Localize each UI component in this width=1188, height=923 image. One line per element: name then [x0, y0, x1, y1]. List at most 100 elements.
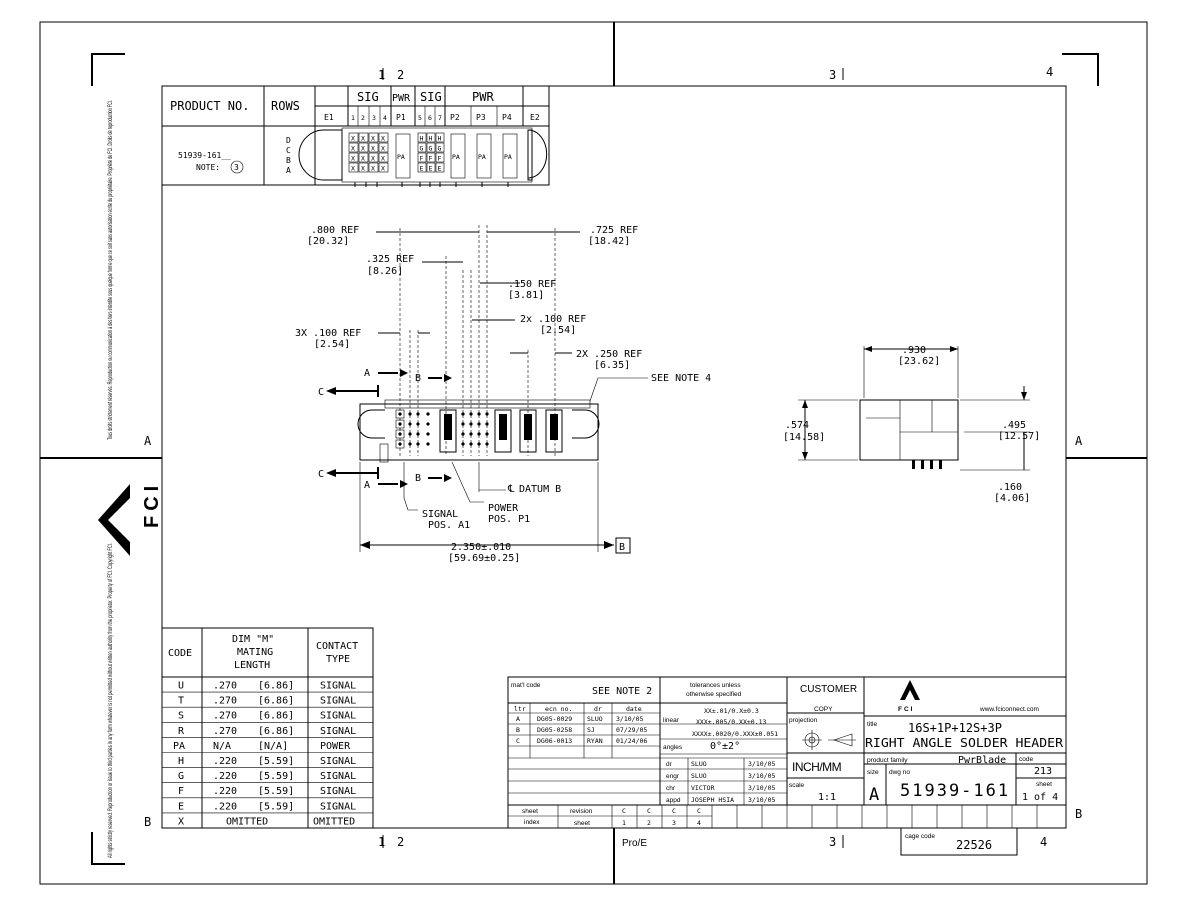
pin-code: X — [351, 135, 355, 143]
rev-header-date: date — [626, 705, 642, 713]
col-p1: P1 — [396, 113, 406, 122]
dimension-lines — [359, 225, 648, 552]
pin-cell — [435, 152, 445, 163]
pin-code: E — [420, 165, 424, 173]
dim-2350: 2.350±.010 — [451, 542, 511, 553]
sheet-val-3: 3 — [672, 819, 676, 827]
sheet-index-label-2: index — [524, 819, 540, 826]
contact-type-cell: SIGNAL — [320, 801, 356, 812]
signal-pin — [485, 442, 489, 446]
dim-3x100: 3X .100 REF — [295, 328, 361, 339]
notice-fr-text: Tous droits strictement réservés. Reprod… — [107, 100, 114, 440]
dim-3x100-mm: [2.54] — [314, 339, 350, 350]
signal-pin — [469, 412, 473, 416]
section-b-top: B — [415, 373, 421, 384]
zone-bottom-2: 2 — [397, 835, 404, 849]
sign-header-appd: appd — [666, 797, 681, 804]
signal-pin — [426, 422, 430, 426]
mating-header: MATING — [237, 647, 273, 658]
signal-pin — [469, 422, 473, 426]
rev-header-ltr: ltr — [514, 705, 526, 713]
pin-code: E — [429, 165, 433, 173]
col-5: 5 — [418, 114, 422, 122]
linear-label: linear — [663, 717, 680, 724]
main-connector-view: C C A A B B .800 REF [20.32] .725 REF [1… — [295, 225, 711, 564]
signature-date: 3/10/05 — [748, 760, 775, 768]
centerline-datum-icon: ℄ — [507, 484, 515, 495]
revision-cell: DG06-0013 — [537, 737, 572, 745]
power-slot-p3 — [476, 133, 492, 179]
tolerance-1: XX±.01/0.X±0.3 — [704, 707, 759, 715]
zone-top-2: 2 — [397, 68, 404, 82]
rev-header-dr: dr — [594, 705, 602, 713]
third-angle-projection-icon — [802, 730, 856, 750]
drawing-title-2: RIGHT ANGLE SOLDER HEADER — [865, 736, 1064, 750]
pin-code: G — [438, 145, 442, 153]
rev-header-ecn: ecn no. — [545, 705, 572, 713]
signature-name: VICTOR — [691, 784, 715, 792]
col-3: 3 — [372, 114, 376, 122]
pin-code: X — [351, 155, 355, 163]
part-number: 51939-161__ — [178, 151, 231, 160]
power-pos-p1: POS. P1 — [488, 514, 530, 525]
pin-code: X — [381, 165, 385, 173]
product-family: PwrBlade — [958, 755, 1006, 766]
dim-725: .725 REF — [590, 225, 638, 236]
part-note-number: 3 — [234, 163, 239, 172]
dim-inch-cell: .220 — [213, 801, 237, 812]
code-cell: T — [178, 696, 184, 707]
pin-cell — [358, 142, 369, 153]
dim-160: .160 — [998, 482, 1022, 493]
dim-325-mm: [8.26] — [367, 266, 403, 277]
dim-930: .930 — [902, 345, 926, 356]
signal-pos-label: SIGNAL — [422, 509, 458, 520]
dim-150: .150 REF — [508, 279, 556, 290]
pin-cell — [417, 142, 427, 153]
pin-cell — [426, 162, 436, 173]
signal-pos-a1: POS. A1 — [428, 520, 470, 531]
pin-code: X — [351, 165, 355, 173]
dim-150-mm: [3.81] — [508, 290, 544, 301]
product-family-label: product family — [867, 757, 908, 764]
code-header: CODE — [168, 648, 192, 659]
pin-cell — [426, 142, 436, 153]
signature-date: 3/10/05 — [748, 796, 775, 804]
fci-logo-icon — [900, 680, 920, 700]
signature-name: JOSEPH HSIA — [691, 796, 734, 804]
revision-cell: SLUO — [587, 715, 603, 723]
cage-code-label: cage code — [905, 833, 935, 840]
col-e2: E2 — [530, 113, 540, 122]
signal-pin — [416, 422, 420, 426]
pa-p2: PA — [452, 153, 460, 161]
datum-b-label: DATUM B — [519, 484, 561, 495]
row-d: D — [286, 136, 291, 145]
note-circle-icon — [230, 160, 244, 174]
copyright-notice-fr: Tous droits strictement réservés. Reprod… — [107, 100, 114, 440]
signal-pin — [477, 422, 481, 426]
pin-code: X — [361, 165, 365, 173]
zone-top-4: 4 — [1046, 65, 1053, 79]
signal-pin — [408, 432, 412, 436]
signal-pin — [485, 432, 489, 436]
pa-p3: PA — [478, 153, 486, 161]
pin-code: E — [438, 165, 442, 173]
part-note-label: NOTE: — [196, 163, 220, 172]
tolerance-label-1: tolerances unless — [690, 682, 741, 689]
inch-mm-label: INCH/MM — [792, 760, 842, 774]
dim-inch-cell: .220 — [213, 771, 237, 782]
dim-mm-cell: [6.86] — [258, 696, 294, 707]
signal-pin — [416, 412, 420, 416]
dim-inch-cell: .270 — [213, 726, 237, 737]
pwr-group-header: PWR — [392, 93, 411, 104]
pin-code: H — [420, 135, 424, 143]
pin-code: X — [371, 155, 375, 163]
pin-cell — [378, 162, 389, 173]
signal-pin-array — [395, 409, 489, 449]
col-2: 2 — [361, 114, 365, 122]
tolerance-angle: 0°±2° — [710, 741, 740, 752]
code-cell: H — [178, 756, 184, 767]
cage-code-box — [900, 827, 1018, 856]
revision-cell: 07/29/05 — [616, 726, 647, 734]
